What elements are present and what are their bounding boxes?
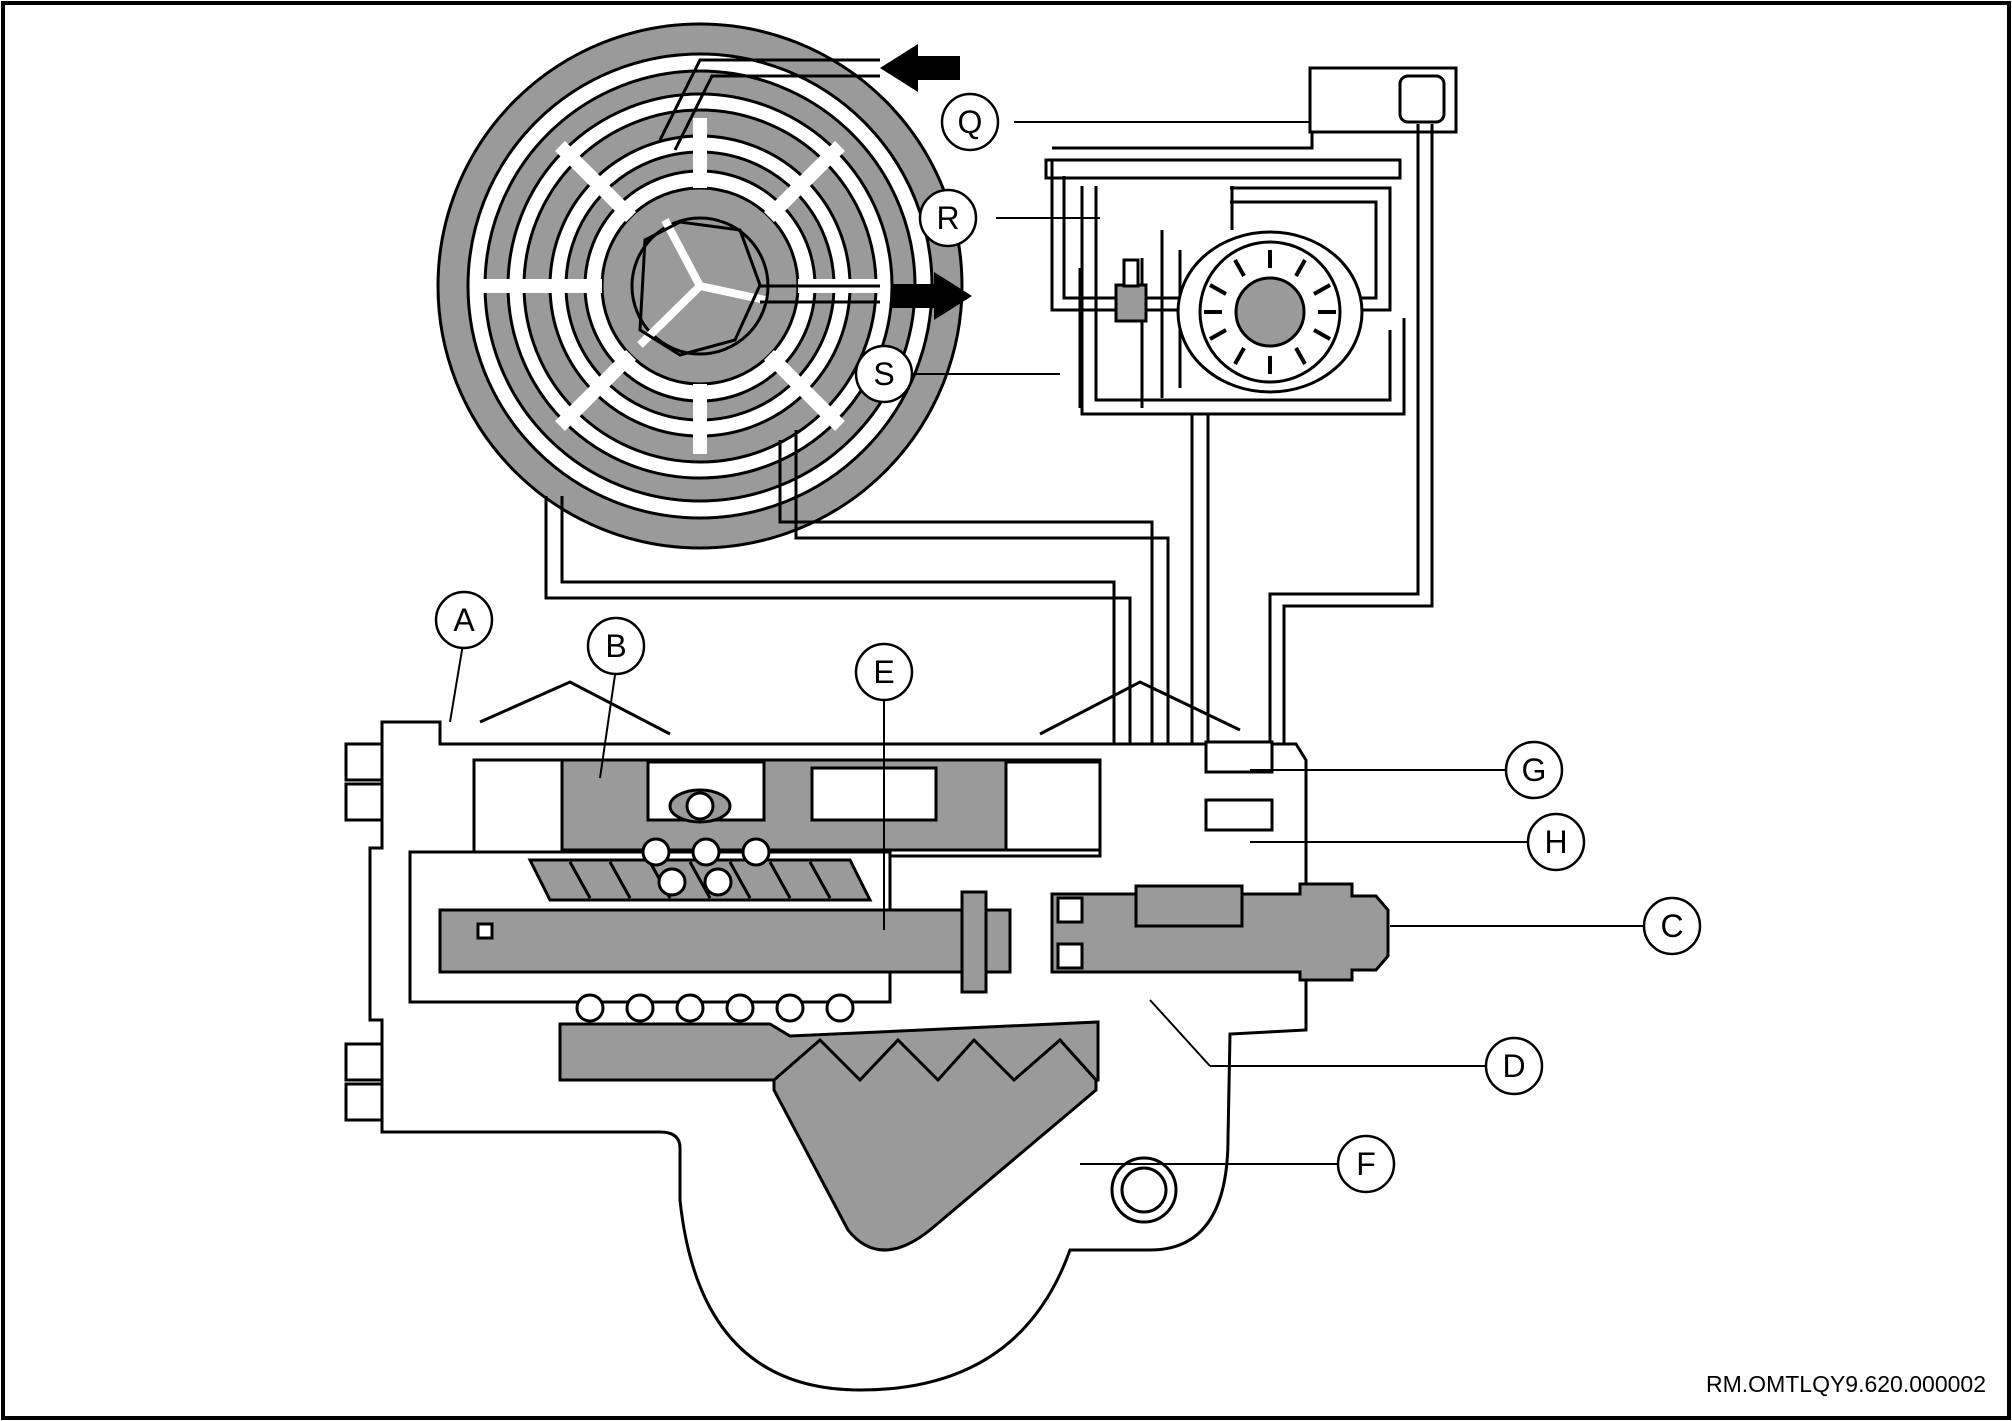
- callout-q: Q: [940, 92, 1000, 152]
- line-reservoir-return-2: [1282, 124, 1434, 752]
- callout-e-label: E: [873, 654, 894, 690]
- housing-peak-left: [479, 680, 671, 736]
- pump-vanes: [1204, 250, 1336, 374]
- spool-window: [1134, 884, 1244, 928]
- pump-rotor: [1176, 230, 1364, 394]
- housing-bolt-top-1: [344, 742, 384, 782]
- callout-e: E: [854, 642, 914, 702]
- housing-bolt-top-2: [344, 782, 384, 822]
- callout-g: G: [1504, 740, 1564, 800]
- valve-supply-lines: [658, 58, 880, 304]
- pump-inner-passage-2: [1080, 186, 1406, 416]
- callout-d: D: [1484, 1036, 1544, 1096]
- housing-bolt-bottom-2: [344, 1082, 384, 1122]
- callout-h-circle: [1526, 812, 1586, 872]
- callout-d-label: D: [1502, 1048, 1525, 1084]
- inflow-arrow-icon: [892, 272, 972, 320]
- line-left-chamber: [544, 496, 1132, 772]
- line-reservoir-return: [1268, 124, 1420, 752]
- callout-f-circle: [1336, 1134, 1396, 1194]
- callout-f: F: [1336, 1134, 1396, 1194]
- callout-f-label: F: [1356, 1146, 1376, 1182]
- pump-housing-outline: [1044, 158, 1402, 180]
- pump-outer-passage-2: [1062, 176, 1378, 300]
- flow-control-valve: [1078, 258, 1148, 408]
- callout-a-label: A: [453, 602, 475, 638]
- line-q-reservoir: [1052, 132, 1314, 150]
- reservoir-cap: [1398, 74, 1446, 124]
- callout-r: R: [918, 188, 978, 248]
- callout-s-label: S: [873, 356, 894, 392]
- flow-control-spool: [1114, 283, 1148, 323]
- line-left-chamber-inner: [560, 496, 1116, 772]
- torsion-bar: [438, 908, 1012, 974]
- callout-d-circle: [1484, 1036, 1544, 1096]
- outflow-arrow-icon: [880, 44, 960, 92]
- spool-land-1: [1056, 896, 1084, 924]
- sector-gear: [772, 1037, 1098, 1252]
- reservoir-block: [1308, 66, 1458, 134]
- callout-a-circle: [434, 590, 494, 650]
- housing-peak-right: [1039, 680, 1241, 736]
- piston-nut: [560, 758, 1008, 852]
- mount-boss-inner: [1120, 1166, 1168, 1214]
- callout-b-circle: [586, 616, 646, 676]
- callout-h: H: [1526, 812, 1586, 872]
- callout-h-label: H: [1544, 824, 1567, 860]
- reference-code: RM.OMTLQY9.620.000002: [1706, 1371, 1986, 1397]
- callout-c-circle: [1642, 896, 1702, 956]
- callout-r-label: R: [936, 200, 959, 236]
- callout-a: A: [434, 590, 494, 650]
- callout-c-label: C: [1660, 908, 1683, 944]
- pump-inner-passage: [1094, 186, 1392, 402]
- flow-control-bore: [1078, 258, 1144, 408]
- callout-g-label: G: [1522, 752, 1547, 788]
- flow-control-stem: [1122, 258, 1140, 288]
- steering-gear-housing: [344, 680, 1390, 1392]
- reaction-chamber-h: [1204, 798, 1274, 832]
- recirculating-balls: [575, 837, 855, 1023]
- torsion-bar-pin: [476, 922, 494, 940]
- valve-hub: [630, 216, 770, 357]
- valve-hub-outline: [638, 220, 762, 357]
- callout-b-label: B: [605, 628, 626, 664]
- reaction-chamber-g: [1204, 740, 1274, 774]
- callout-leaders: [449, 121, 1644, 1165]
- piston-ball: [685, 791, 715, 821]
- callout-q-label: Q: [958, 104, 983, 140]
- callout-s-circle: [854, 344, 914, 404]
- callout-e-circle: [854, 642, 914, 702]
- piston-slot: [810, 766, 938, 822]
- callout-s: S: [854, 344, 914, 404]
- housing-bolt-bottom-1: [344, 1042, 384, 1082]
- torsion-bar-end: [960, 890, 988, 994]
- spool-land-2: [1056, 942, 1084, 970]
- piston-end-chamber: [1004, 760, 1102, 852]
- callout-r-circle: [918, 188, 978, 248]
- callout-c: C: [1642, 896, 1702, 956]
- pump-shaft: [1234, 276, 1306, 348]
- callout-g-circle: [1504, 740, 1564, 800]
- pump-assembly: [1044, 66, 1458, 416]
- callout-b: B: [586, 616, 646, 676]
- callout-q-circle: [940, 92, 1000, 152]
- pump-outer-passage: [1050, 160, 1392, 312]
